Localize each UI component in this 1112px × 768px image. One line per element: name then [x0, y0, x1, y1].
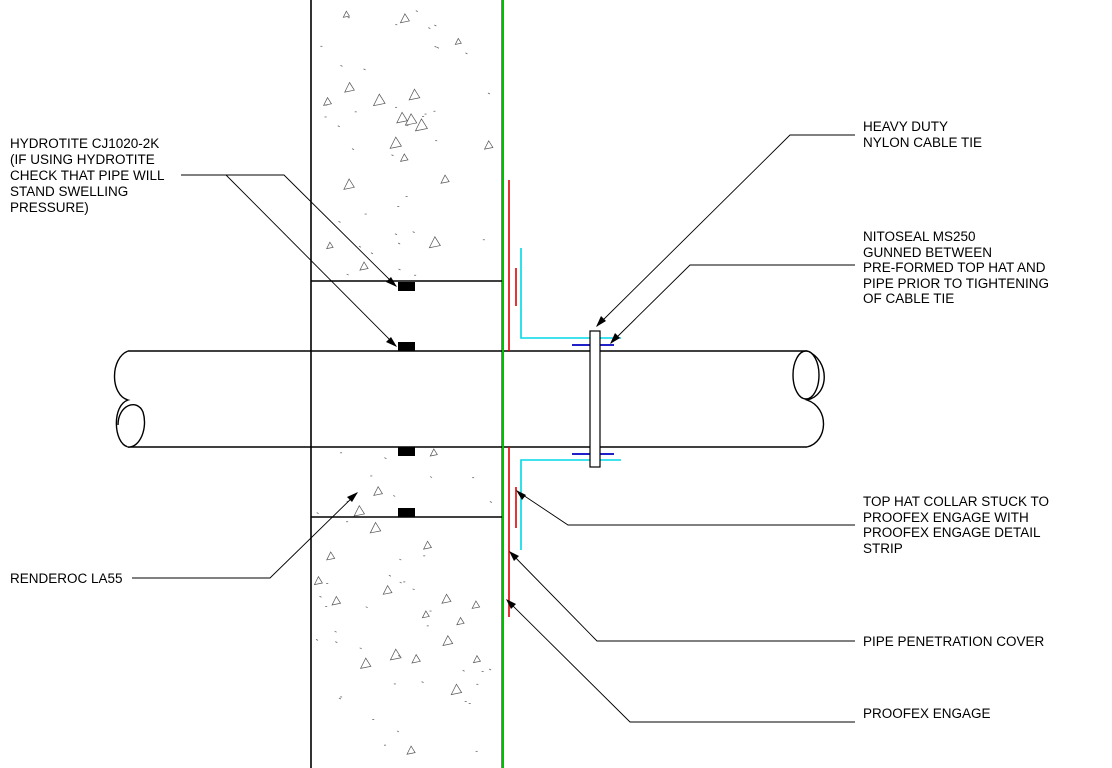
leader-cable-tie: [596, 134, 855, 327]
concrete-speckle: [313, 10, 494, 755]
label-renderoc: RENDEROC LA55: [10, 571, 123, 586]
arrowhead-nitoseal: [610, 333, 620, 344]
hydrotite-strips: [398, 282, 415, 517]
pipe: [113, 350, 825, 448]
leader-arrowheads: [347, 277, 620, 609]
label-hydrotite: HYDROTITE CJ1020-2K (IF USING HYDROTITE …: [10, 136, 168, 215]
arrowhead-cable-tie: [596, 316, 606, 327]
renderoc-infill: [311, 280, 502, 518]
leader-pipe-cover: [509, 551, 855, 642]
arrowhead-top-hat: [516, 490, 526, 500]
arrowhead-proofex: [506, 599, 516, 609]
leader-proofex: [506, 599, 855, 723]
label-top-hat: TOP HAT COLLAR STUCK TO PROOFEX ENGAGE W…: [863, 494, 1053, 556]
leader-hydrotite-2: [225, 174, 397, 347]
arrowhead-pipe-cover: [509, 551, 519, 561]
leader-hydrotite: [181, 174, 397, 287]
leader-top-hat: [516, 490, 855, 526]
leader-lines: [132, 134, 855, 723]
nylon-cable-tie: [589, 330, 601, 468]
leader-nitoseal: [610, 264, 855, 344]
top-hat-collar: [520, 248, 621, 550]
concrete-wall: [310, 0, 503, 768]
leader-renderoc: [132, 492, 358, 579]
arrowhead-renderoc: [347, 492, 358, 502]
label-cable-tie: HEAVY DUTY NYLON CABLE TIE: [863, 119, 982, 150]
arrowhead-hydrotite-2: [386, 337, 397, 347]
label-proofex: PROOFEX ENGAGE: [863, 706, 991, 721]
label-pipe-cover: PIPE PENETRATION COVER: [863, 634, 1045, 649]
pipe-penetration-cover: [508, 180, 517, 617]
arrowhead-hydrotite: [386, 277, 397, 287]
label-nitoseal: NITOSEAL MS250 GUNNED BETWEEN PRE-FORMED…: [863, 229, 1053, 306]
